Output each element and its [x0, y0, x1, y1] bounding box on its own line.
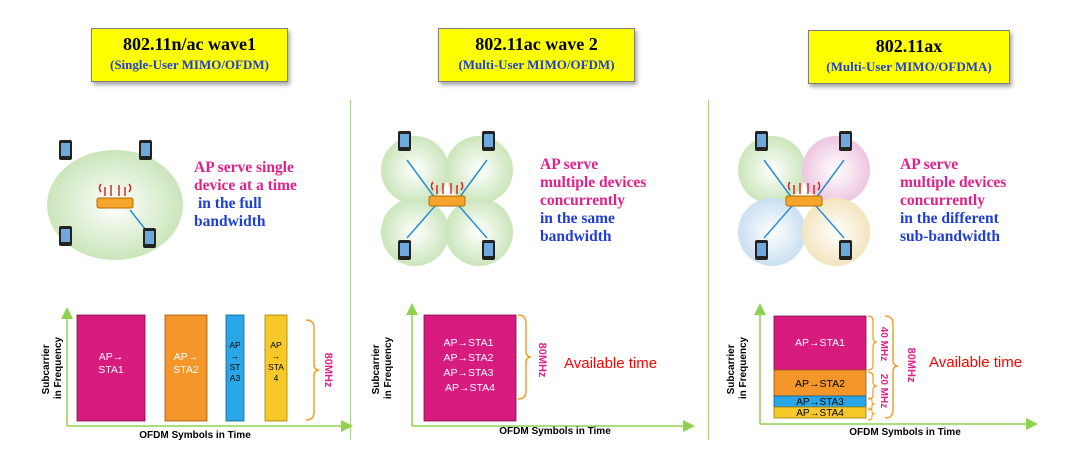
- panel2-subtitle: (Multi-User MIMO/OFDM): [458, 57, 615, 72]
- phone-icon: [755, 240, 768, 260]
- block-sta1: [773, 315, 867, 371]
- link-line: [815, 205, 845, 239]
- bandwidth-bracket: [305, 319, 320, 421]
- panel3-desc-line: concurrently: [900, 192, 985, 209]
- phone-icon: [482, 240, 495, 260]
- panel2-desc-line: in the same: [540, 210, 615, 227]
- panel1-desc-line: in the full: [198, 195, 262, 212]
- block-label: AP→STA2: [795, 378, 845, 390]
- access-point-icon: [96, 183, 134, 209]
- panel1-subtitle: (Single-User MIMO/OFDM): [110, 57, 269, 72]
- block-sta2: [773, 369, 867, 397]
- phone-icon: [139, 140, 152, 160]
- link-line: [763, 205, 793, 239]
- bandwidth-bracket: [517, 314, 532, 400]
- block-sta4: [773, 406, 867, 419]
- sub-bracket-20: [867, 371, 878, 400]
- coverage-area: [445, 198, 513, 266]
- x-axis-label: OFDM Symbols in Time: [139, 430, 251, 441]
- available-time-label: Available time: [929, 354, 1022, 371]
- panel-separator-1: [350, 100, 351, 440]
- panel3-wifi-diagram: [738, 131, 870, 266]
- panel3-desc-line: sub-bandwidth: [900, 228, 1000, 245]
- x-axis-label: OFDM Symbols in Time: [499, 426, 611, 437]
- panel-separator-2: [708, 100, 709, 440]
- block-all-stations: [423, 314, 517, 422]
- panel2-title: 802.11ac wave 2: [475, 34, 598, 54]
- bar-label: AP→STA1: [98, 351, 124, 376]
- bar-sta1: [76, 314, 146, 422]
- bandwidth-label: 80MHz: [322, 353, 334, 388]
- block-label: AP→STA4: [796, 408, 844, 419]
- phone-icon: [398, 240, 411, 260]
- panel1-desc-line: bandwidth: [194, 213, 266, 230]
- bandwidth-bracket: [884, 315, 899, 419]
- bar-sta4: [264, 314, 288, 422]
- panel3-desc-line: multiple devices: [900, 174, 1007, 191]
- panel1-description: AP serve single device at a time in the …: [194, 159, 297, 231]
- phone-icon: [755, 131, 768, 151]
- panel2-desc-line: bandwidth: [540, 228, 612, 245]
- y-axis-label: Subcarrier in Frequency: [41, 336, 64, 399]
- panel3-title: 802.11ax: [875, 36, 943, 56]
- panel2-desc-line: AP serve: [540, 156, 599, 173]
- sub-bracket-small: [867, 397, 876, 411]
- bar-label: AP→STA2: [173, 351, 199, 376]
- panel1-chart: Subcarrier in Frequency OFDM Symbols in …: [41, 307, 353, 441]
- panel3-title-box: 802.11ax (Multi-User MIMO/OFDMA): [808, 30, 1010, 84]
- panel2-title-box: 802.11ac wave 2 (Multi-User MIMO/OFDM): [438, 28, 635, 82]
- panel1-title-box: 802.11n/ac wave1 (Single-User MIMO/OFDM): [91, 28, 288, 82]
- coverage-area: [802, 198, 870, 266]
- bar-sta2: [164, 314, 208, 422]
- phone-icon: [398, 131, 411, 151]
- block-label: AP→STA3: [796, 397, 844, 408]
- panel2-wifi-diagram: [381, 131, 513, 266]
- y-axis-label: Subcarrier in Frequency: [371, 336, 394, 399]
- panel1-wifi-diagram: [47, 140, 183, 260]
- sub-bandwidth-label: 40 MHz: [878, 327, 889, 361]
- bandwidth-label: 80MHz: [905, 348, 917, 383]
- x-axis-label: OFDM Symbols in Time: [849, 427, 961, 438]
- panel3-desc-line: in the different: [900, 210, 999, 227]
- panel3-description: AP serve multiple devices concurrently i…: [900, 156, 1006, 246]
- link-line: [406, 205, 436, 239]
- coverage-area: [738, 198, 806, 266]
- phone-icon: [482, 131, 495, 151]
- coverage-area: [381, 198, 449, 266]
- sub-bandwidth-label: 20 MHz: [878, 374, 889, 408]
- link-line: [458, 159, 488, 199]
- panel3-chart: Subcarrier in Frequency OFDM Symbols in …: [726, 303, 1038, 438]
- bandwidth-label: 80MHz: [536, 343, 548, 378]
- panel3-desc-line: AP serve: [900, 156, 959, 173]
- phone-icon: [59, 226, 72, 246]
- panel3-subtitle: (Multi-User MIMO/OFDMA): [826, 59, 992, 74]
- block-label: AP→STA1: [795, 337, 845, 349]
- panel1-title: 802.11n/ac wave1: [123, 34, 256, 54]
- bar-sta3: [225, 314, 245, 422]
- sub-bracket-small: [867, 407, 876, 421]
- phone-icon: [143, 228, 156, 248]
- panel2-desc-line: concurrently: [540, 192, 625, 209]
- link-line: [815, 159, 845, 199]
- panel2-desc-line: multiple devices: [540, 174, 647, 191]
- access-point-icon: [785, 181, 823, 207]
- block-label: AP→STA1 AP→STA2 AP→STA3 AP→STA4: [444, 337, 497, 394]
- phone-icon: [59, 140, 72, 160]
- phone-icon: [839, 240, 852, 260]
- access-point-icon: [428, 181, 466, 207]
- panel2-chart: Subcarrier in Frequency OFDM Symbols in …: [371, 303, 695, 437]
- y-axis-label: Subcarrier in Frequency: [726, 336, 749, 399]
- panel2-description: AP serve multiple devices concurrently i…: [540, 156, 646, 246]
- panel1-desc-line: device at a time: [194, 177, 297, 194]
- sub-bracket-40: [867, 315, 878, 371]
- link-line: [458, 205, 488, 239]
- phone-icon: [839, 131, 852, 151]
- panel1-desc-line: AP serve single: [194, 159, 294, 176]
- link-line: [406, 159, 436, 199]
- available-time-label: Available time: [564, 355, 657, 372]
- link-line: [763, 159, 793, 199]
